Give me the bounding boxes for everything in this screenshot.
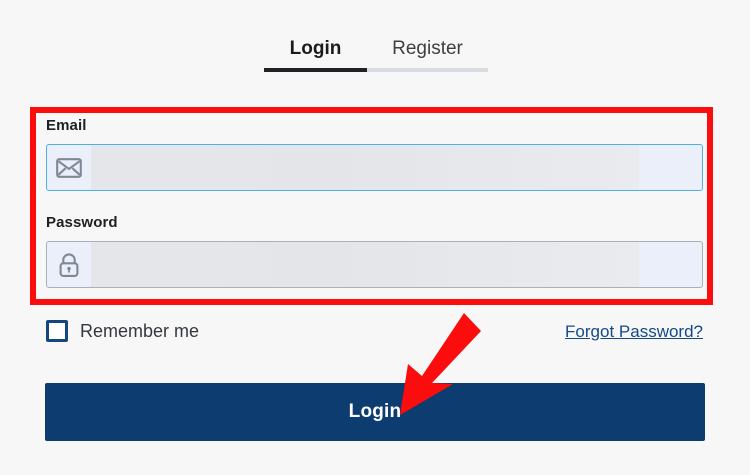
tab-login[interactable]: Login	[289, 38, 342, 59]
password-label: Password	[46, 214, 118, 231]
password-input[interactable]	[46, 241, 703, 288]
password-input-placeholder[interactable]	[91, 242, 639, 287]
password-field-group: Password	[46, 215, 703, 288]
login-submit-button[interactable]: Login	[45, 383, 705, 441]
email-input[interactable]	[46, 144, 703, 191]
auth-tabs: Login Register	[264, 28, 488, 80]
remember-me-control[interactable]: Remember me	[46, 320, 199, 342]
tab-underline-inactive	[367, 68, 488, 72]
options-row: Remember me Forgot Password?	[46, 316, 703, 346]
forgot-password-link[interactable]: Forgot Password?	[565, 321, 703, 341]
email-label: Email	[46, 117, 87, 134]
remember-me-label: Remember me	[80, 321, 200, 341]
email-field-group: Email	[46, 118, 703, 191]
lock-icon	[47, 242, 91, 287]
tab-register[interactable]: Register	[392, 38, 463, 59]
auth-tabs-row: Login Register	[264, 28, 488, 68]
tab-underline	[264, 68, 488, 72]
envelope-icon	[47, 145, 91, 190]
tab-underline-active	[264, 68, 367, 72]
email-input-placeholder[interactable]	[91, 145, 639, 190]
remember-me-checkbox[interactable]	[46, 320, 68, 342]
